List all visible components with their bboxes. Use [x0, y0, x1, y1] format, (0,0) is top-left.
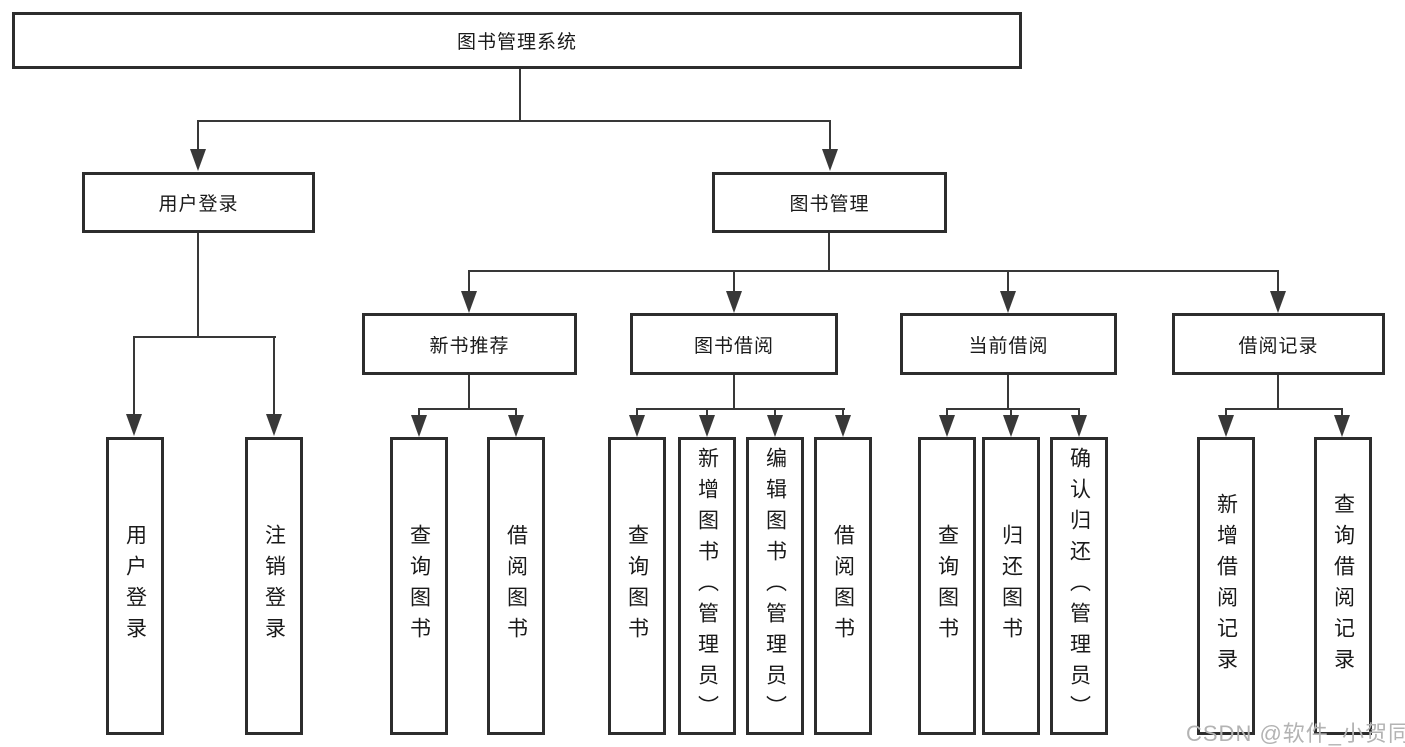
arrow-down-icon: [699, 415, 715, 437]
node-new-book-recommend: 新书推荐: [362, 313, 577, 375]
arrow-down-icon: [508, 415, 524, 437]
leaf-query-books-borrow: 查询图书: [608, 437, 666, 735]
node-book-borrow: 图书借阅: [630, 313, 838, 375]
connector-book-borrow-bus: [636, 408, 845, 410]
connector-leaf-stub: [1010, 408, 1012, 416]
connector-user-login-stem: [197, 233, 199, 336]
leaf-add-borrow-record: 新增借阅记录: [1197, 437, 1255, 735]
leaf-borrow-books: 借阅图书: [814, 437, 872, 735]
connector-leaf-stub: [842, 408, 844, 416]
csdn-watermark: CSDN @软件_小贺同学: [1186, 721, 1405, 746]
connector-new-book-bus: [418, 408, 517, 410]
leaf-query-books-current: 查询图书: [918, 437, 976, 735]
leaf-query-borrow-record: 查询借阅记录: [1314, 437, 1372, 735]
arrow-down-icon: [126, 414, 142, 436]
arrow-down-icon: [411, 415, 427, 437]
leaf-logout: 注销登录: [245, 437, 303, 735]
arrow-down-icon: [629, 415, 645, 437]
leaf-edit-books-admin: 编辑图书（管理员）: [746, 437, 804, 735]
connector-root-bus: [197, 120, 831, 122]
connector-user-login-stub: [197, 120, 199, 150]
node-book-management: 图书管理: [712, 172, 947, 233]
arrow-down-icon: [1218, 415, 1234, 437]
connector-leaf-stub: [418, 408, 420, 416]
arrow-down-icon: [1334, 415, 1350, 437]
arrow-down-icon: [1071, 415, 1087, 437]
leaf-query-books-recommend: 查询图书: [390, 437, 448, 735]
arrow-down-icon: [1270, 291, 1286, 313]
arrow-down-icon: [461, 291, 477, 313]
leaf-return-books: 归还图书: [982, 437, 1040, 735]
connector-leaf-stub: [774, 408, 776, 416]
connector-leaf-stub: [1341, 408, 1343, 416]
connector-current-borrow-stem: [1007, 375, 1009, 408]
arrow-down-icon: [1000, 291, 1016, 313]
connector-book-borrow-stub: [733, 270, 735, 291]
connector-user-login-bus: [133, 336, 276, 338]
connector-book-mgmt-stem: [828, 233, 830, 270]
leaf-user-login: 用户登录: [106, 437, 164, 735]
arrow-down-icon: [939, 415, 955, 437]
leaf-confirm-return-admin: 确认归还（管理员）: [1050, 437, 1108, 735]
node-library-system: 图书管理系统: [12, 12, 1022, 69]
leaf-add-books-admin: 新增图书（管理员）: [678, 437, 736, 735]
arrow-down-icon: [835, 415, 851, 437]
connector-borrow-records-stub: [1277, 270, 1279, 291]
connector-book-mgmt-bus: [468, 270, 1279, 272]
connector-root-stem: [519, 69, 521, 120]
arrow-down-icon: [190, 149, 206, 171]
leaf-borrow-books-recommend: 借阅图书: [487, 437, 545, 735]
connector-current-borrow-stub: [1007, 270, 1009, 291]
connector-leaf-stub: [133, 336, 135, 414]
node-current-borrow: 当前借阅: [900, 313, 1117, 375]
connector-leaf-stub: [946, 408, 948, 416]
connector-borrow-records-bus: [1225, 408, 1343, 410]
arrow-down-icon: [822, 149, 838, 171]
connector-current-borrow-bus: [946, 408, 1080, 410]
connector-borrow-records-stem: [1277, 375, 1279, 408]
connector-leaf-stub: [1225, 408, 1227, 416]
connector-leaf-stub: [515, 408, 517, 416]
arrow-down-icon: [767, 415, 783, 437]
arrow-down-icon: [266, 414, 282, 436]
node-borrow-records: 借阅记录: [1172, 313, 1385, 375]
arrow-down-icon: [726, 291, 742, 313]
connector-leaf-stub: [636, 408, 638, 416]
connector-book-borrow-stem: [733, 375, 735, 408]
connector-new-book-stem: [468, 375, 470, 408]
node-user-login: 用户登录: [82, 172, 315, 233]
arrow-down-icon: [1003, 415, 1019, 437]
connector-leaf-stub: [273, 336, 275, 414]
connector-leaf-stub: [706, 408, 708, 416]
connector-leaf-stub: [1078, 408, 1080, 416]
connector-book-mgmt-stub: [829, 120, 831, 150]
connector-new-book-stub: [468, 270, 470, 291]
